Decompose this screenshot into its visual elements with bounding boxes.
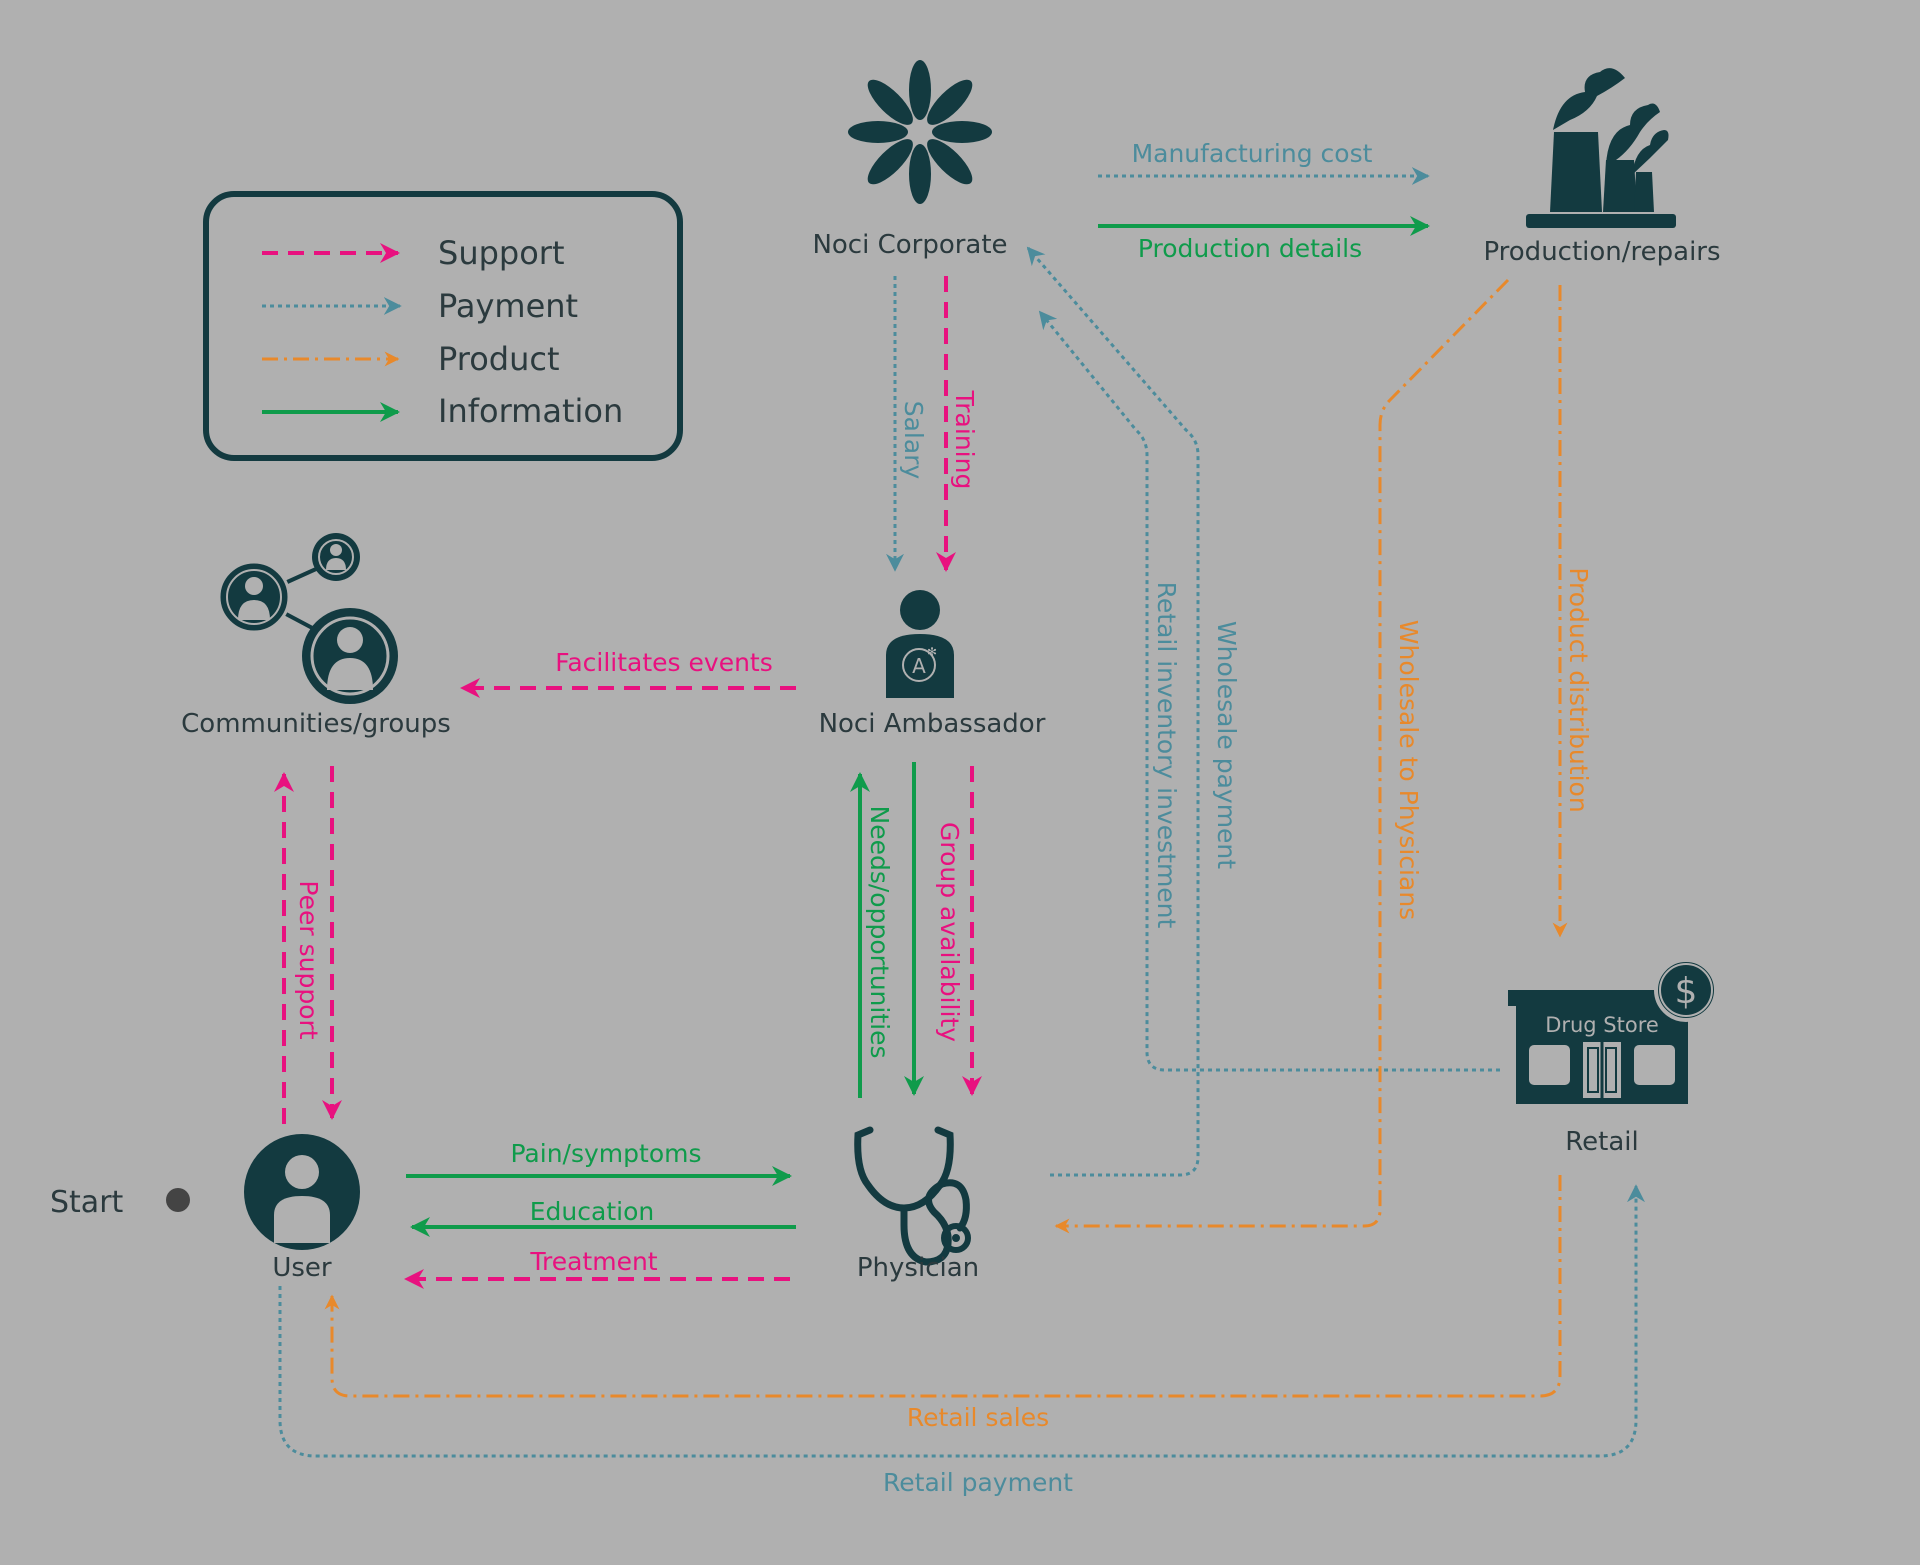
wholesale-payment-arrow — [1026, 246, 1200, 1177]
communities-label: Communities/groups — [181, 709, 451, 739]
peer-support-label: Peer support — [294, 880, 323, 1039]
product-distribution-label: Product distribution — [1564, 567, 1593, 812]
noci-logo-icon — [848, 60, 992, 204]
training-label: Training — [950, 390, 979, 490]
start-label: Start — [50, 1185, 124, 1220]
retail-sales-label: Retail sales — [907, 1403, 1049, 1432]
user-label: User — [272, 1253, 332, 1283]
retail-label: Retail — [1565, 1127, 1638, 1157]
production-details-label: Production details — [1138, 234, 1362, 263]
retail-inventory-investment-arrow — [1038, 310, 1500, 1072]
legend-support-label: Support — [438, 234, 565, 272]
drug-store-icon: Drug Store $ — [1508, 958, 1718, 1104]
retail-payment-arrow — [278, 1184, 1645, 1458]
group-availability-label: Group availability — [935, 822, 964, 1042]
ambassador-label: Noci Ambassador — [819, 709, 1046, 739]
people-network-icon — [217, 533, 398, 704]
wholesale-to-physicians-arrow — [1054, 278, 1510, 1234]
facilitates-events-label: Facilitates events — [555, 648, 773, 677]
education-label: Education — [530, 1197, 654, 1226]
needs-opportunities-label: Needs/opportunities — [865, 806, 894, 1059]
legend: Support Payment Product Information — [203, 191, 683, 461]
treatment-label: Treatment — [529, 1247, 657, 1276]
legend-payment-label: Payment — [438, 287, 578, 325]
svg-text:A: A — [912, 654, 926, 678]
svg-text:✻: ✻ — [927, 645, 937, 659]
start-dot — [166, 1188, 190, 1212]
currency-icon: $ — [1675, 971, 1698, 1012]
physician-label: Physician — [857, 1253, 979, 1283]
pain-symptoms-label: Pain/symptoms — [510, 1139, 701, 1168]
legend-information-label: Information — [438, 392, 623, 430]
user-icon — [244, 1134, 360, 1250]
wholesale-to-physicians-label: Wholesale to Physicians — [1394, 620, 1423, 920]
salary-label: Salary — [899, 401, 928, 480]
retail-sales-arrow — [324, 1175, 1562, 1398]
stethoscope-icon — [854, 1126, 971, 1266]
corporate-label: Noci Corporate — [812, 230, 1007, 260]
ambassador-icon: A ✻ — [886, 590, 954, 698]
wholesale-payment-label: Wholesale payment — [1212, 621, 1241, 869]
production-label: Production/repairs — [1483, 237, 1720, 267]
retail-inventory-investment-label: Retail inventory investment — [1152, 582, 1181, 929]
drug-store-sign: Drug Store — [1545, 1013, 1659, 1037]
manufacturing-cost-label: Manufacturing cost — [1132, 139, 1373, 168]
factory-icon — [1526, 68, 1676, 228]
legend-box — [203, 191, 683, 461]
legend-product-label: Product — [438, 340, 560, 378]
retail-payment-label: Retail payment — [883, 1468, 1073, 1497]
